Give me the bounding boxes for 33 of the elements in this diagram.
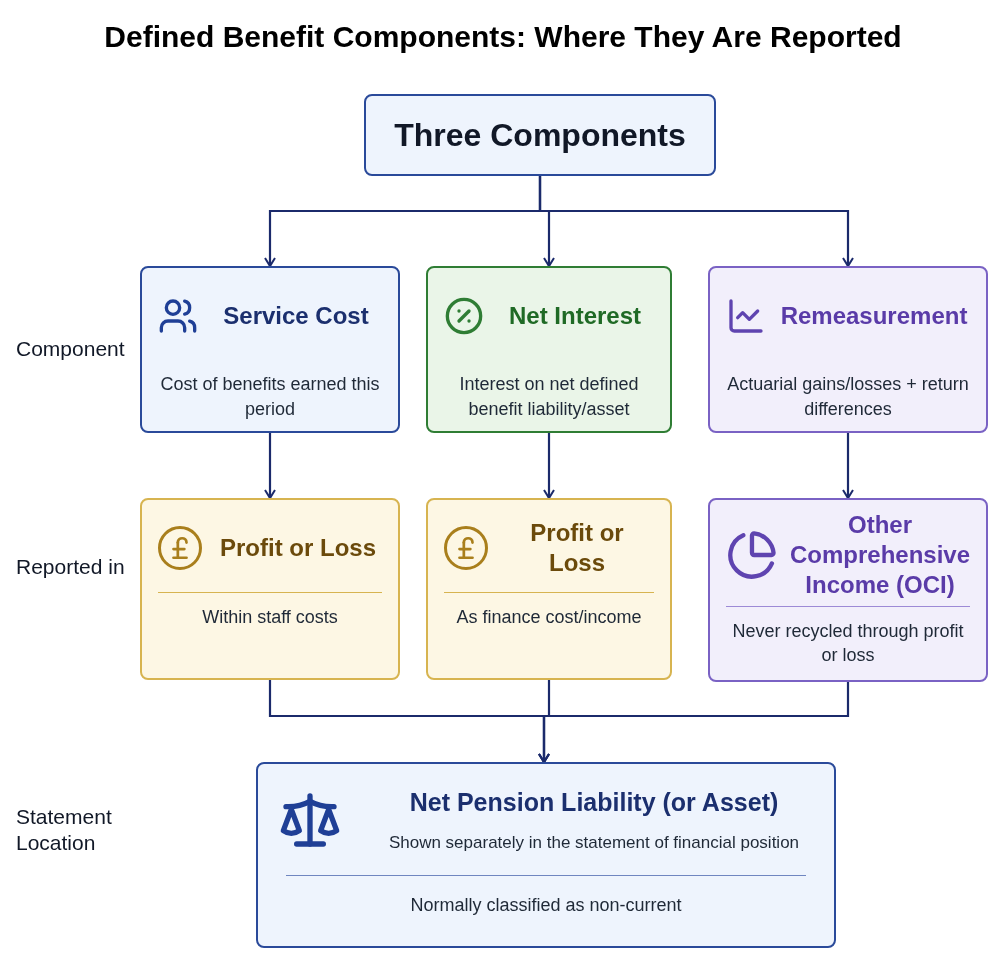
arrow xyxy=(538,176,854,267)
node-description: Shown separately in the statement of financial position xyxy=(388,831,800,854)
row-label: Component xyxy=(16,336,126,362)
row-label: Reported in xyxy=(16,554,126,580)
node-description: Interest on net defined benefit liability/asset xyxy=(458,373,640,421)
node-description: Within staff costs xyxy=(201,606,339,629)
node-description: As finance cost/income xyxy=(455,606,643,629)
component-box xyxy=(140,498,400,680)
diagram-title: Defined Benefit Components: Where They Are Reported xyxy=(103,19,903,55)
component-box xyxy=(426,266,672,433)
row-label: Statement Location xyxy=(16,804,113,857)
node-description: Normally classified as non-current xyxy=(409,894,683,917)
arrow xyxy=(842,433,854,499)
node-heading: Net Interest xyxy=(507,301,642,331)
result-box xyxy=(256,762,836,948)
node-description: Cost of benefits earned this period xyxy=(159,373,381,421)
component-box xyxy=(708,498,988,682)
node-heading: Remeasurement xyxy=(779,301,969,331)
arrow xyxy=(264,433,276,499)
component-box xyxy=(140,266,400,433)
node-heading: Three Components xyxy=(394,116,686,155)
component-box xyxy=(426,498,672,680)
component-box xyxy=(708,266,988,433)
arrow xyxy=(543,433,555,499)
node-description: Actuarial gains/losses + return differences xyxy=(726,373,970,421)
node-heading: Other Comprehensive Income (OCI) xyxy=(789,509,970,600)
arrow xyxy=(538,682,850,763)
node-heading: Service Cost xyxy=(222,301,370,331)
title-box xyxy=(364,94,716,176)
node-heading: Profit or Loss xyxy=(529,518,625,578)
node-description: Never recycled through profit or loss xyxy=(731,619,965,668)
node-heading: Net Pension Liability (or Asset) xyxy=(409,787,779,818)
node-heading: Profit or Loss xyxy=(219,533,377,563)
